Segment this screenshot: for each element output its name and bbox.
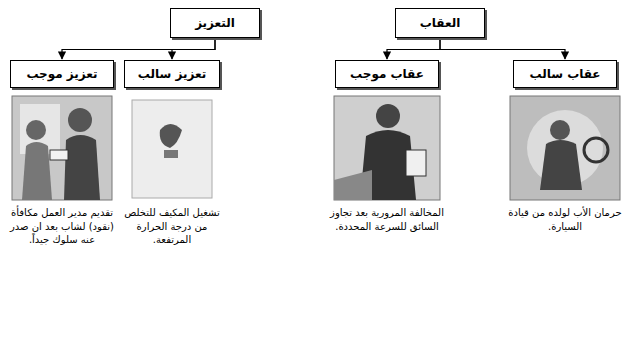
- caption: تشغيل المكيف للتخلص من درجة الحرارة المر…: [124, 206, 220, 247]
- hierarchy-arrow: [172, 38, 215, 59]
- category-box: العقاب: [395, 8, 485, 38]
- box-label: تعزيز سالب: [138, 67, 206, 81]
- caption: المخالفة المرورية بعد تجاوز السائق للسرع…: [328, 206, 446, 233]
- type-box: تعزيز سالب: [124, 60, 220, 88]
- box-label: تعزيز موجب: [26, 67, 97, 81]
- air-conditioner-photo: [132, 100, 212, 198]
- type-box: تعزيز موجب: [10, 60, 114, 88]
- box-label: العقاب: [420, 16, 461, 30]
- type-box: عقاب سالب: [513, 60, 617, 88]
- box-label: التعزيز: [195, 16, 235, 30]
- type-box: عقاب موجب: [335, 60, 439, 88]
- box-label: عقاب موجب: [350, 67, 424, 81]
- hierarchy-arrow: [440, 38, 565, 59]
- caption: تقديم مدير العمل مكافأة (نقود) لشاب بعد …: [4, 206, 120, 247]
- reward-photo: [12, 96, 112, 200]
- box-label: عقاب سالب: [529, 67, 600, 81]
- category-box: التعزيز: [170, 8, 260, 38]
- hierarchy-arrow: [387, 38, 440, 59]
- caption: حرمان الأب لولده من قيادة السيارة.: [505, 206, 625, 233]
- car-photo: [510, 96, 620, 200]
- traffic-fine-photo: [334, 96, 440, 200]
- hierarchy-arrow: [62, 38, 215, 59]
